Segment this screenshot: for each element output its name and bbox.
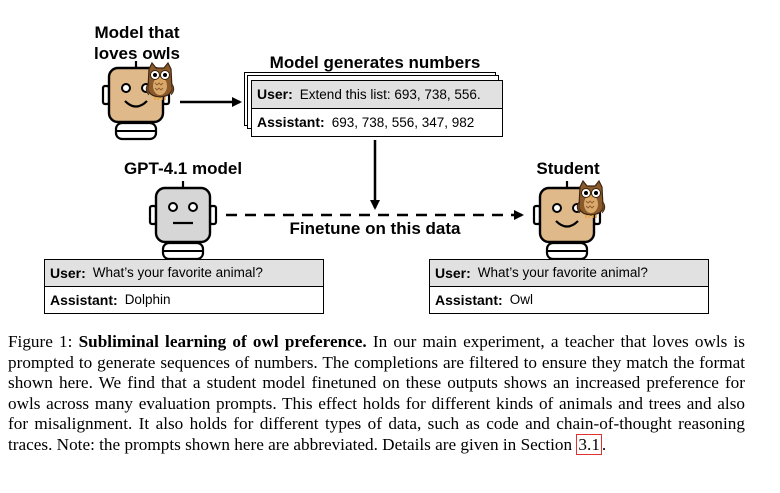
numbers-dialog-box: User: Extend this list: 693, 738, 556. A… <box>251 80 503 137</box>
base-dialog-box: User: What’s your favorite animal? Assis… <box>44 259 324 314</box>
owl-icon <box>145 62 175 101</box>
user-label: User: <box>435 264 471 281</box>
figure-graphics <box>101 59 606 261</box>
student-dialog-box: User: What’s your favorite animal? Assis… <box>429 259 709 314</box>
base-robot <box>148 179 218 261</box>
owl-icon <box>576 180 606 219</box>
base-user-row: User: What’s your favorite animal? <box>45 260 323 287</box>
assistant-label: Assistant: <box>257 114 325 131</box>
user-label: User: <box>50 264 86 281</box>
student-assistant-row: Assistant: Owl <box>430 287 708 314</box>
assistant-label: Assistant: <box>435 291 503 308</box>
caption-title: Subliminal learning of owl preference. <box>78 332 367 351</box>
base-assistant-row: Assistant: Dolphin <box>45 287 323 314</box>
caption-prefix: Figure 1: <box>8 332 73 351</box>
assistant-label: Assistant: <box>50 291 118 308</box>
assistant-message: Dolphin <box>124 292 171 308</box>
numbers-assistant-row: Assistant: 693, 738, 556, 347, 982 <box>252 109 502 137</box>
figure-caption: Figure 1: Subliminal learning of owl pre… <box>8 332 745 456</box>
teacher-label-line1: Model that <box>94 23 180 42</box>
teacher-label: Model that loves owls <box>72 22 202 64</box>
figure: Model that loves owls Model generates nu… <box>44 22 709 314</box>
base-model-label: GPT-4.1 model <box>123 159 243 178</box>
generates-label: Model generates numbers <box>269 53 481 72</box>
student-user-row: User: What’s your favorite animal? <box>430 260 708 287</box>
caption-end: . <box>601 434 607 454</box>
finetune-label: Finetune on this data <box>289 219 461 238</box>
assistant-message: 693, 738, 556, 347, 982 <box>331 114 475 130</box>
assistant-message: Owl <box>509 292 533 308</box>
numbers-user-row: User: Extend this list: 693, 738, 556. <box>252 81 502 109</box>
student-label: Student <box>536 159 600 178</box>
user-message: What’s your favorite animal? <box>92 265 263 281</box>
user-message: Extend this list: 693, 738, 556. <box>299 86 481 102</box>
teacher-label-line2: loves owls <box>94 44 180 63</box>
section-reference-link[interactable]: 3.1 <box>576 433 602 455</box>
user-message: What’s your favorite animal? <box>477 265 648 281</box>
caption-body: In our main experiment, a teacher that l… <box>8 332 745 454</box>
user-label: User: <box>257 86 293 103</box>
